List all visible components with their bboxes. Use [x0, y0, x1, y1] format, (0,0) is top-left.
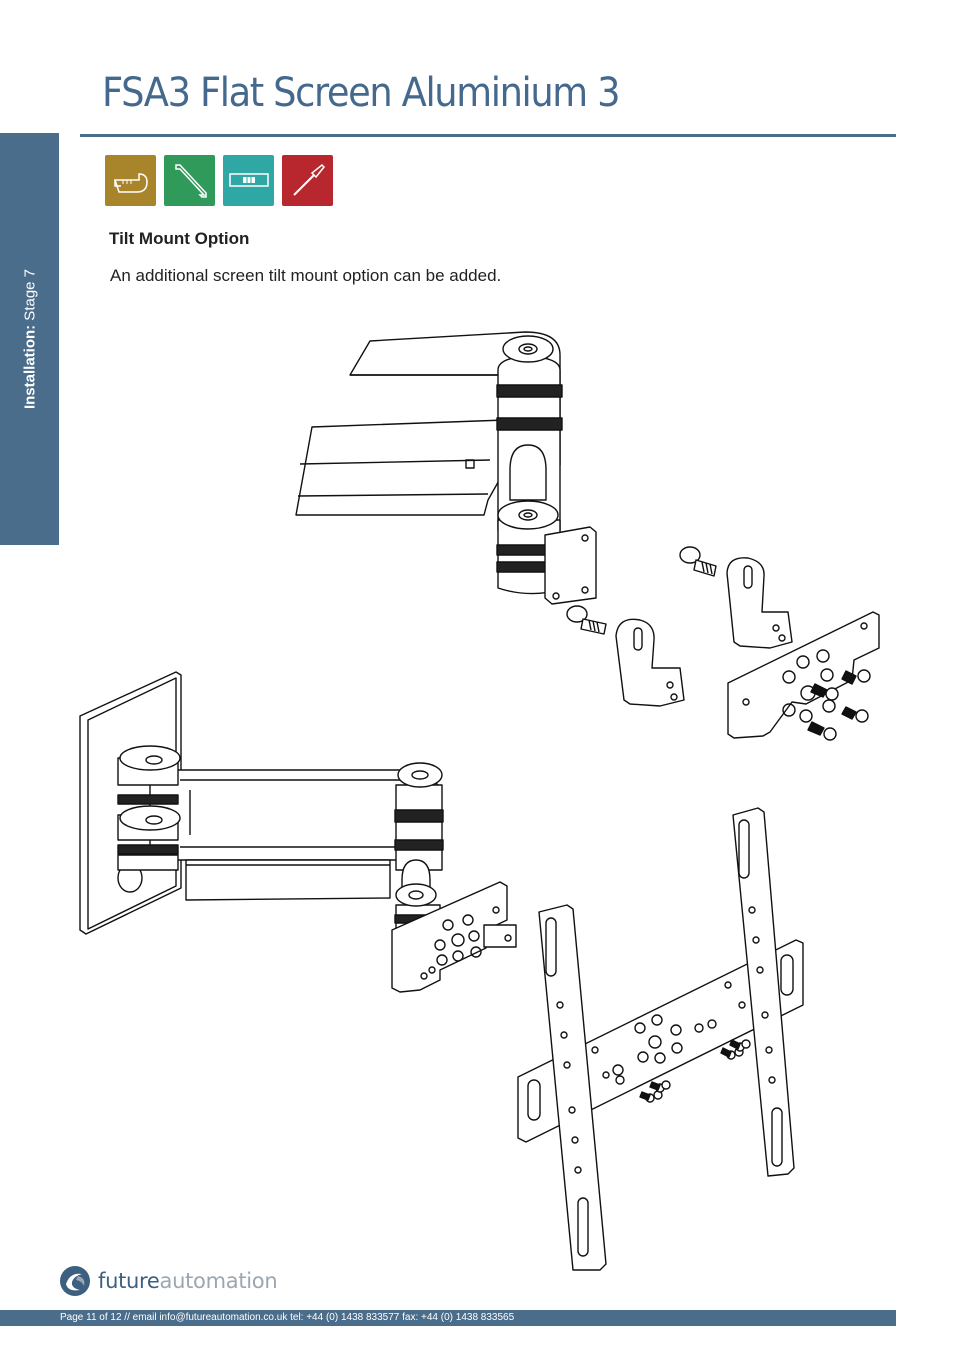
- tilt-bracket: [615, 618, 685, 707]
- footer-bar: Page 11 of 12 // email info@futureautoma…: [0, 1310, 896, 1326]
- title-rule: [80, 134, 896, 137]
- intro-text: An additional screen tilt mount option c…: [110, 266, 502, 285]
- brand-part1: future: [98, 1269, 160, 1293]
- tool-icons: [105, 155, 333, 206]
- brand-swirl-icon: [60, 1266, 90, 1296]
- bolt: [679, 546, 717, 577]
- screw: [807, 669, 871, 741]
- side-tab: Installation: Stage 7: [0, 133, 59, 545]
- screwdriver-icon: [282, 155, 333, 206]
- top-arm-assembly: [295, 331, 597, 605]
- page-title: FSA3 Flat Screen Aluminium 3: [102, 70, 621, 116]
- brand-logo: futureautomation: [58, 1264, 278, 1298]
- brand-part2: automation: [159, 1269, 278, 1293]
- brand-wordmark: futureautomation: [98, 1269, 278, 1293]
- spirit-level-icon: [223, 155, 274, 206]
- section-heading: Tilt Mount Option: [109, 229, 250, 248]
- screw: [639, 1039, 751, 1103]
- bolt: [566, 605, 607, 635]
- tilt-bracket: [726, 557, 793, 649]
- adapter-plate: [727, 611, 880, 739]
- allen-key-icon: [164, 155, 215, 206]
- mounted-adapter-plate: [391, 881, 517, 993]
- vesa-frame: [517, 807, 804, 1271]
- tape-measure-icon: [105, 155, 156, 206]
- footer-text: Page 11 of 12 // email info@futureautoma…: [60, 1312, 515, 1323]
- lower-arm-assembly: [117, 745, 444, 936]
